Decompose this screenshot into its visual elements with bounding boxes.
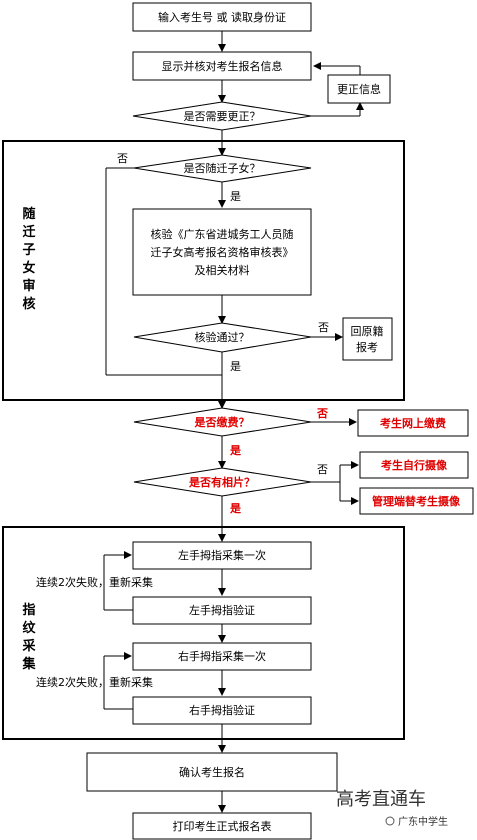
node-admin-photo: 管理端替考生摄像 (359, 487, 474, 515)
migrant-section-title: 随 迁 子 女 审 核 (22, 206, 35, 312)
label-no-verify: 否 (318, 321, 329, 334)
svg-text:是否有相片？: 是否有相片？ (188, 475, 255, 489)
node-print: 打印考生正式报名表 (132, 812, 312, 840)
svg-text:核验通过？: 核验通过？ (195, 330, 250, 344)
label-retry-left: 连续2次失败，重新采集 (36, 575, 153, 589)
watermark-title: 高考直通车 (336, 789, 426, 810)
svg-text:子: 子 (22, 243, 35, 258)
decision-paid: 是否缴费？ (133, 407, 312, 437)
svg-text:纹: 纹 (22, 620, 36, 636)
svg-text:随: 随 (22, 206, 35, 222)
svg-text:回原籍: 回原籍 (351, 324, 384, 338)
node-correct-info: 更正信息 (327, 74, 391, 104)
node-left-collect: 左手拇指采集一次 (132, 541, 312, 570)
svg-text:集: 集 (21, 656, 36, 672)
svg-text:打印考生正式报名表: 打印考生正式报名表 (173, 819, 272, 833)
svg-text:确认考生报名: 确认考生报名 (179, 765, 245, 779)
label-no-migrant: 否 (117, 152, 128, 165)
svg-text:是否需要更正？: 是否需要更正？ (184, 110, 261, 123)
label-yes-photo: 是 (229, 502, 242, 515)
svg-text:左手拇指验证: 左手拇指验证 (189, 603, 255, 617)
fingerprint-section-title: 指 纹 采 集 (21, 602, 36, 672)
node-self-photo: 考生自行摄像 (359, 451, 469, 479)
node-left-verify: 左手拇指验证 (132, 596, 312, 625)
node-right-collect: 右手拇指采集一次 (132, 642, 312, 671)
label-no-paid: 否 (316, 407, 328, 420)
svg-text:是否随迁子女？: 是否随迁子女？ (184, 161, 261, 175)
decision-verify-pass: 核验通过？ (133, 322, 312, 353)
decision-is-migrant: 是否随迁子女？ (133, 154, 312, 183)
node-return-origin: 回原籍 报考 (342, 317, 393, 361)
svg-text:审: 审 (22, 278, 35, 294)
fingerprint-section (2, 526, 405, 740)
svg-text:核: 核 (22, 296, 35, 312)
svg-text:左手拇指采集一次: 左手拇指采集一次 (178, 548, 266, 562)
svg-text:核验《广东省进城务工人员随: 核验《广东省进城务工人员随 (151, 227, 294, 241)
svg-text:采: 采 (21, 638, 36, 654)
watermark-source: 广东中学生 (398, 815, 448, 828)
decision-has-photo: 是否有相片？ (133, 467, 312, 497)
svg-text:报考: 报考 (356, 340, 378, 354)
label-no-photo: 否 (317, 463, 328, 476)
svg-text:右手拇指采集一次: 右手拇指采集一次 (178, 649, 266, 663)
label-retry-right: 连续2次失败，重新采集 (36, 675, 153, 689)
svg-text:指: 指 (22, 602, 35, 618)
label-yes-paid: 是 (229, 444, 242, 457)
svg-text:是否缴费？: 是否缴费？ (194, 415, 250, 429)
svg-text:及相关材料: 及相关材料 (195, 263, 250, 277)
svg-text:考生网上缴费: 考生网上缴费 (380, 416, 446, 430)
svg-text:迁: 迁 (22, 224, 35, 240)
node-pay-online: 考生网上缴费 (357, 409, 469, 437)
migrant-review-section (2, 140, 405, 401)
node-input: 输入考生号 或 读取身份证 (132, 2, 312, 32)
label-yes-migrant: 是 (230, 190, 241, 203)
svg-text:更正信息: 更正信息 (337, 82, 381, 96)
svg-text:女: 女 (22, 260, 35, 276)
svg-text:输入考生号 或 读取身份证: 输入考生号 或 读取身份证 (158, 10, 286, 24)
svg-text:管理端替考生摄像: 管理端替考生摄像 (372, 494, 461, 508)
node-confirm: 确认考生报名 (86, 752, 338, 792)
wechat-icon (385, 816, 395, 826)
svg-text:显示并核对考生报名信息: 显示并核对考生报名信息 (162, 59, 283, 73)
decision-need-correct: 是否需要更正？ (132, 101, 312, 131)
svg-text:迁子女高考报名资格审核表》: 迁子女高考报名资格审核表》 (151, 245, 294, 259)
node-verify-materials: 核验《广东省进城务工人员随 迁子女高考报名资格审核表》 及相关材料 (132, 208, 312, 296)
node-right-verify: 右手拇指验证 (132, 696, 312, 725)
node-show-info: 显示并核对考生报名信息 (132, 51, 312, 81)
label-yes-verify: 是 (230, 360, 241, 373)
connectors (103, 31, 364, 813)
svg-text:考生自行摄像: 考生自行摄像 (381, 458, 448, 472)
svg-text:右手拇指验证: 右手拇指验证 (189, 703, 255, 717)
